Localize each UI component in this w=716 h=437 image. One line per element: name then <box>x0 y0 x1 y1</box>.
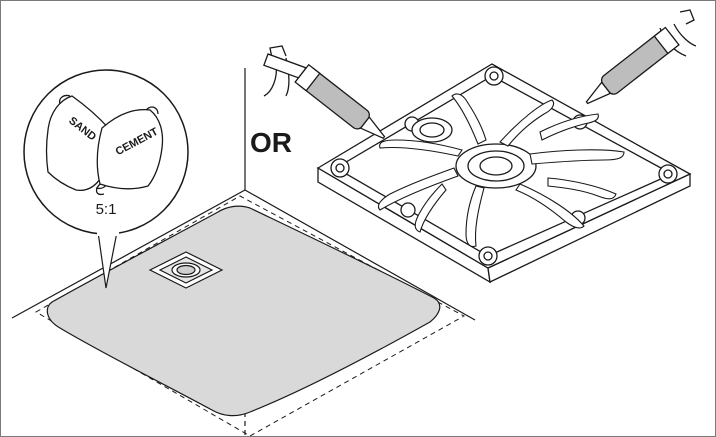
shower-tray-icon <box>316 63 692 284</box>
floor-drain-icon <box>148 251 224 289</box>
or-label: OR <box>250 127 292 158</box>
floor-outline-dashed <box>34 195 466 437</box>
sealant-gun-icon-left <box>263 45 386 140</box>
cement-bag-icon <box>95 106 164 196</box>
ratio-label: 5:1 <box>96 201 117 218</box>
sealant-gun-icon-right <box>585 9 697 105</box>
mortar-bed <box>46 205 441 417</box>
